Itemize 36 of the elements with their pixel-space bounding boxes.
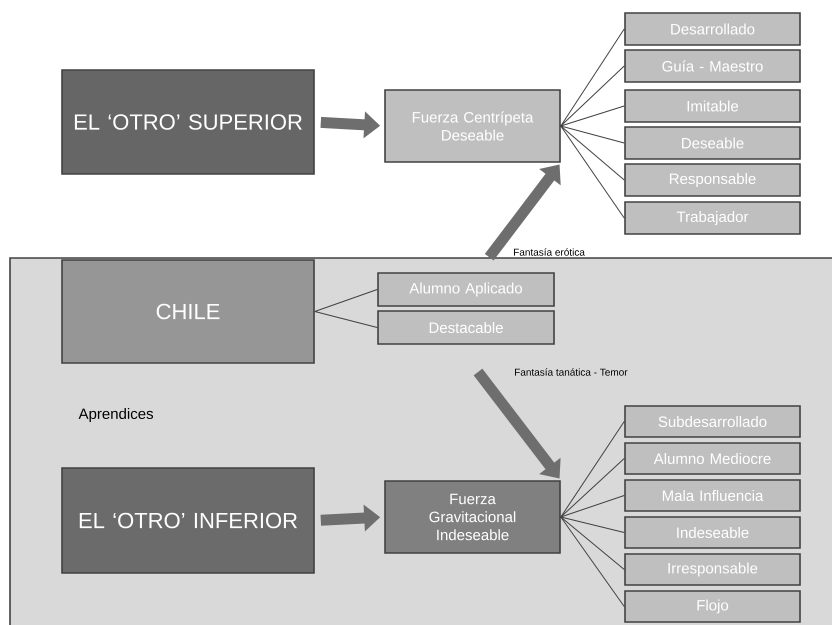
connector-line bbox=[314, 289, 378, 312]
connector-line bbox=[560, 495, 625, 518]
force-box: Fuerza Gravitacional Indeseable bbox=[384, 480, 561, 554]
attribute-box: Alumno Mediocre bbox=[624, 442, 801, 475]
attribute-box: Flojo bbox=[624, 590, 801, 623]
force-box: Fuerza Centrípeta Deseable bbox=[384, 89, 561, 163]
connector-line bbox=[560, 28, 625, 126]
concept-box: EL ‘OTRO’ SUPERIOR bbox=[61, 69, 315, 175]
concept-box: EL ‘OTRO’ INFERIOR bbox=[61, 467, 315, 574]
group-label: Aprendices bbox=[78, 408, 154, 422]
connector-line bbox=[560, 458, 625, 518]
attribute-box: Destacable bbox=[377, 310, 555, 345]
attribute-box: Irresponsable bbox=[624, 553, 801, 586]
connector-line bbox=[560, 516, 625, 570]
attribute-box: Mala Influencia bbox=[624, 479, 801, 512]
connector-line bbox=[560, 66, 625, 126]
attribute-box: Subdesarrollado bbox=[624, 405, 801, 438]
connector-line bbox=[560, 516, 625, 607]
connector-line bbox=[560, 106, 625, 126]
attribute-box: Desarrollado bbox=[624, 12, 801, 46]
connector-line bbox=[560, 516, 625, 533]
concept-box: CHILE bbox=[61, 259, 315, 364]
edge-label: Fantasía tanática - Temor bbox=[515, 368, 628, 376]
connector-line bbox=[314, 311, 378, 328]
edge-label: Fantasía erótica bbox=[514, 248, 585, 256]
attribute-box: Alumno Aplicado bbox=[377, 272, 555, 307]
attribute-box: Responsable bbox=[624, 163, 801, 197]
connector-line bbox=[560, 126, 625, 218]
attribute-box: Imitable bbox=[624, 89, 801, 123]
attribute-box: Deseable bbox=[624, 126, 801, 160]
connector-line bbox=[560, 126, 625, 180]
attribute-box: Indeseable bbox=[624, 516, 801, 549]
attribute-box: Guía - Maestro bbox=[624, 49, 801, 83]
attribute-box: Trabajador bbox=[624, 201, 801, 235]
connector-line bbox=[560, 126, 625, 144]
connector-line bbox=[560, 421, 625, 518]
